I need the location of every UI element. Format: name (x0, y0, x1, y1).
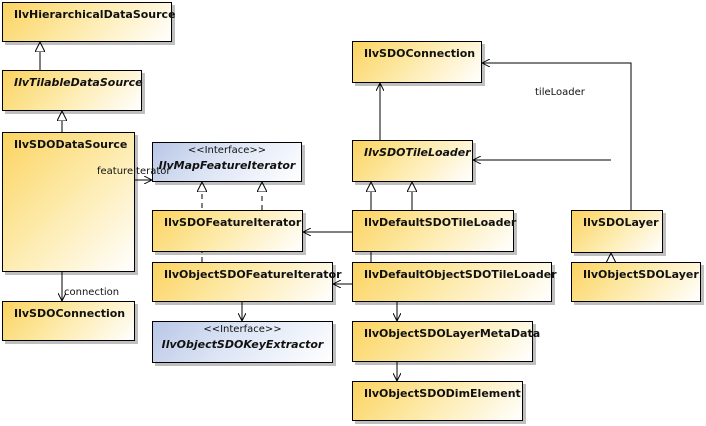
role-label-connection: connection (64, 287, 120, 298)
class-sdo-feature-iterator[interactable]: IlvSDOFeatureIterator (152, 210, 303, 252)
class-name: IlvDefaultSDOTileLoader (364, 216, 517, 229)
class-name: IlvHierarchicalDataSource (14, 8, 176, 21)
class-object-sdo-layer-meta-data[interactable]: IlvObjectSDOLayerMetaData (352, 321, 540, 362)
role-label-tile-loader: tileLoader (535, 87, 585, 98)
assoc-layer-connection (482, 63, 632, 210)
class-name: IlvSDOLayer (583, 216, 659, 229)
class-default-object-sdo-tile-loader[interactable]: IlvDefaultObjectSDOTileLoader (352, 262, 557, 302)
class-hierarchical-data-source[interactable]: IlvHierarchicalDataSource (2, 2, 176, 42)
class-name: IlvSDODataSource (14, 138, 128, 151)
stereotype: <<Interface>> (187, 145, 267, 156)
interface-object-sdo-key-extractor[interactable]: <<Interface>> IlvObjectSDOKeyExtractor (152, 321, 333, 363)
interface-map-feature-iterator[interactable]: <<Interface>> IlvMapFeatureIterator (152, 142, 302, 182)
class-default-sdo-tile-loader[interactable]: IlvDefaultSDOTileLoader (352, 210, 517, 252)
class-name: IlvObjectSDOLayerMetaData (364, 327, 541, 340)
class-tilable-data-source[interactable]: IlvTilableDataSource (2, 70, 143, 111)
class-name: IlvMapFeatureIterator (158, 159, 296, 172)
class-sdo-layer[interactable]: IlvSDOLayer (571, 210, 663, 253)
class-name: IlvSDOConnection (364, 47, 476, 60)
class-object-sdo-layer[interactable]: IlvObjectSDOLayer (571, 262, 701, 302)
role-label-feature-iterator: featureIterator (97, 166, 171, 177)
class-sdo-connection-left[interactable]: IlvSDOConnection (2, 301, 135, 341)
class-name: IlvTilableDataSource (14, 76, 143, 89)
class-sdo-tile-loader[interactable]: IlvSDOTileLoader (352, 140, 473, 182)
class-name: IlvSDOFeatureIterator (164, 216, 302, 229)
class-name: IlvObjectSDOLayer (583, 268, 699, 281)
stereotype: <<Interface>> (203, 324, 282, 335)
class-sdo-data-source[interactable]: IlvSDODataSource (2, 132, 135, 272)
class-object-sdo-feature-iterator[interactable]: IlvObjectSDOFeatureIterator (152, 262, 342, 302)
class-name: IlvObjectSDOKeyExtractor (161, 338, 324, 351)
class-name: IlvObjectSDOFeatureIterator (164, 268, 342, 281)
class-sdo-connection-top[interactable]: IlvSDOConnection (352, 41, 482, 83)
class-name: IlvSDOTileLoader (364, 146, 471, 159)
class-name: IlvSDOConnection (14, 307, 126, 320)
class-name: IlvDefaultObjectSDOTileLoader (364, 268, 557, 281)
class-object-sdo-dim-element[interactable]: IlvObjectSDODimElement (352, 381, 523, 421)
class-name: IlvObjectSDODimElement (364, 387, 521, 400)
